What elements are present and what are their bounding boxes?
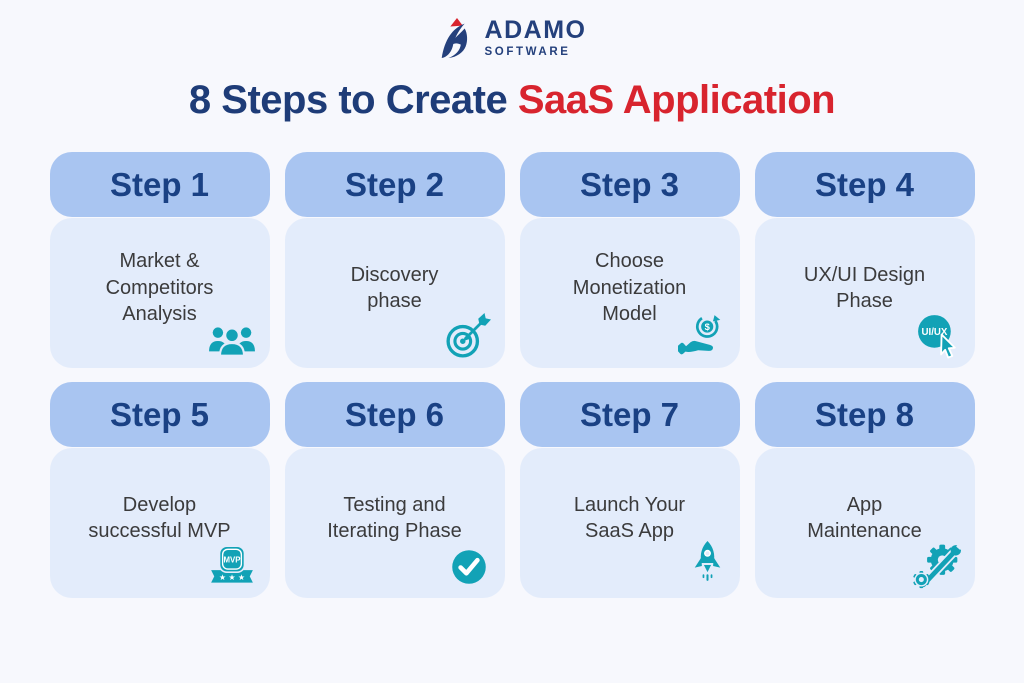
- adamo-logo-mark-icon: [441, 17, 467, 59]
- step-3-description: Choose Monetization Model: [572, 250, 687, 326]
- step-5-header: Step 5: [49, 382, 270, 447]
- step-1-header: Step 1: [49, 152, 270, 217]
- step-6-header: Step 6: [284, 382, 505, 447]
- step-4-description: UX/UI Design Phase: [803, 263, 926, 312]
- step-card-1: Step 1 Market & Competitors Analysis: [49, 152, 270, 368]
- step-4-body: UX/UI Design Phase UI/UX: [754, 218, 975, 368]
- check-circle-icon: [447, 545, 491, 589]
- hand-coin-icon: $: [675, 313, 726, 359]
- page-title-accent: SaaS Application: [517, 78, 836, 122]
- step-card-2: Step 2 Discovery phase: [284, 152, 505, 368]
- step-card-3: Step 3 Choose Monetization Model $: [519, 152, 740, 368]
- target-arrow-icon: [445, 313, 491, 359]
- rocket-icon: [689, 540, 726, 589]
- step-7-body: Launch Your SaaS App: [519, 448, 740, 598]
- logo-text: ADAMO SOFTWARE: [484, 15, 587, 59]
- step-3-body: Choose Monetization Model $: [519, 218, 740, 368]
- step-card-4: Step 4 UX/UI Design Phase UI/UX: [754, 152, 975, 368]
- step-7-header: Step 7: [519, 382, 740, 447]
- people-group-icon: [208, 323, 256, 359]
- svg-text:★ ★ ★: ★ ★ ★: [219, 573, 245, 582]
- step-4-header: Step 4: [754, 152, 975, 217]
- step-8-description: App Maintenance: [807, 493, 922, 542]
- step-6-description: Testing and Iterating Phase: [327, 493, 462, 542]
- step-card-8: Step 8 App Maintenance: [754, 382, 975, 598]
- step-5-body: Develop successful MVP ★ ★ ★ MVP: [49, 448, 270, 598]
- page-title: 8 Steps to Create SaaS Application: [0, 78, 1024, 122]
- step-card-7: Step 7 Launch Your SaaS App: [519, 382, 740, 598]
- logo-name: ADAMO: [484, 15, 587, 44]
- gear-wrench-icon: [912, 541, 965, 589]
- step-2-header: Step 2: [284, 152, 505, 217]
- mvp-badge-icon: ★ ★ ★ MVP: [208, 545, 256, 589]
- step-3-header: Step 3: [519, 152, 740, 217]
- step-1-body: Market & Competitors Analysis: [49, 218, 270, 368]
- step-card-6: Step 6 Testing and Iterating Phase: [284, 382, 505, 598]
- step-2-description: Discovery phase: [350, 263, 439, 312]
- uiux-cursor-icon: UI/UX: [914, 312, 961, 359]
- svg-text:MVP: MVP: [223, 555, 240, 564]
- step-2-body: Discovery phase: [284, 218, 505, 368]
- svg-text:UI/UX: UI/UX: [921, 327, 947, 338]
- step-6-body: Testing and Iterating Phase: [284, 448, 505, 598]
- step-8-header: Step 8: [754, 382, 975, 447]
- logo-tagline: SOFTWARE: [484, 45, 571, 58]
- svg-text:$: $: [704, 321, 710, 332]
- page-title-normal: 8 Steps to Create: [188, 78, 518, 122]
- step-7-description: Launch Your SaaS App: [573, 493, 686, 542]
- step-5-description: Develop successful MVP: [88, 493, 231, 542]
- step-1-description: Market & Competitors Analysis: [105, 250, 214, 326]
- logo: ADAMO SOFTWARE: [0, 0, 1024, 61]
- step-card-5: Step 5 Develop successful MVP ★ ★ ★ MVP: [49, 382, 270, 598]
- steps-grid: Step 1 Market & Competitors Analysis S: [0, 152, 1024, 598]
- step-8-body: App Maintenance: [754, 448, 975, 598]
